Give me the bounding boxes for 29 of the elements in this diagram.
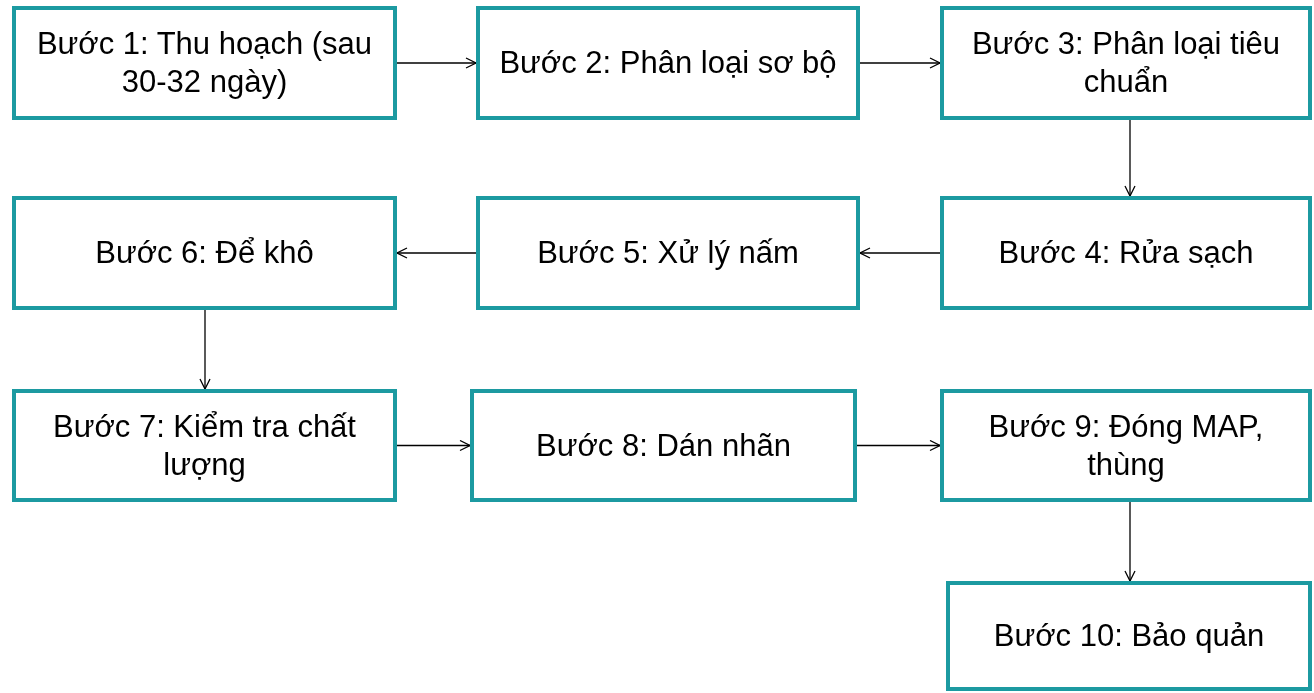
arrow: [396, 247, 477, 259]
step-label: Bước 7: Kiểm tra chất lượng: [52, 407, 357, 484]
step-label: Bước 5: Xử lý nấm: [537, 234, 799, 272]
process-box: [946, 581, 1312, 691]
step-label: Bước 4: Rửa sạch: [998, 234, 1254, 272]
process-box: [12, 389, 397, 502]
step-label: Bước 3: Phân loại tiêu chuẩn: [970, 25, 1282, 101]
step-label: Bước 8: Dán nhãn: [536, 426, 791, 465]
step-label: Bước 9: Đóng MAP, thùng: [987, 407, 1265, 484]
step-label: Bước 6: Để khô: [95, 234, 314, 272]
process-box: [476, 6, 860, 120]
arrow: [856, 439, 941, 452]
step-label: Bước 10: Bảo quản: [993, 617, 1265, 655]
process-box: [940, 6, 1312, 120]
process-box: [940, 389, 1312, 502]
step-label: Bước 1: Thu hoạch (sau 30-32 ngày): [35, 25, 374, 101]
arrow: [1124, 501, 1136, 582]
process-box: [12, 196, 397, 310]
arrow: [199, 309, 211, 390]
arrow: [396, 439, 471, 452]
arrow: [1124, 119, 1136, 197]
process-box: [476, 196, 860, 310]
process-box: [12, 6, 397, 120]
arrow: [859, 57, 941, 69]
process-box: [470, 389, 857, 502]
arrow: [396, 57, 477, 69]
step-label: Bước 2: Phân loại sơ bộ: [499, 44, 837, 82]
process-box: [940, 196, 1312, 310]
arrow: [859, 247, 941, 259]
